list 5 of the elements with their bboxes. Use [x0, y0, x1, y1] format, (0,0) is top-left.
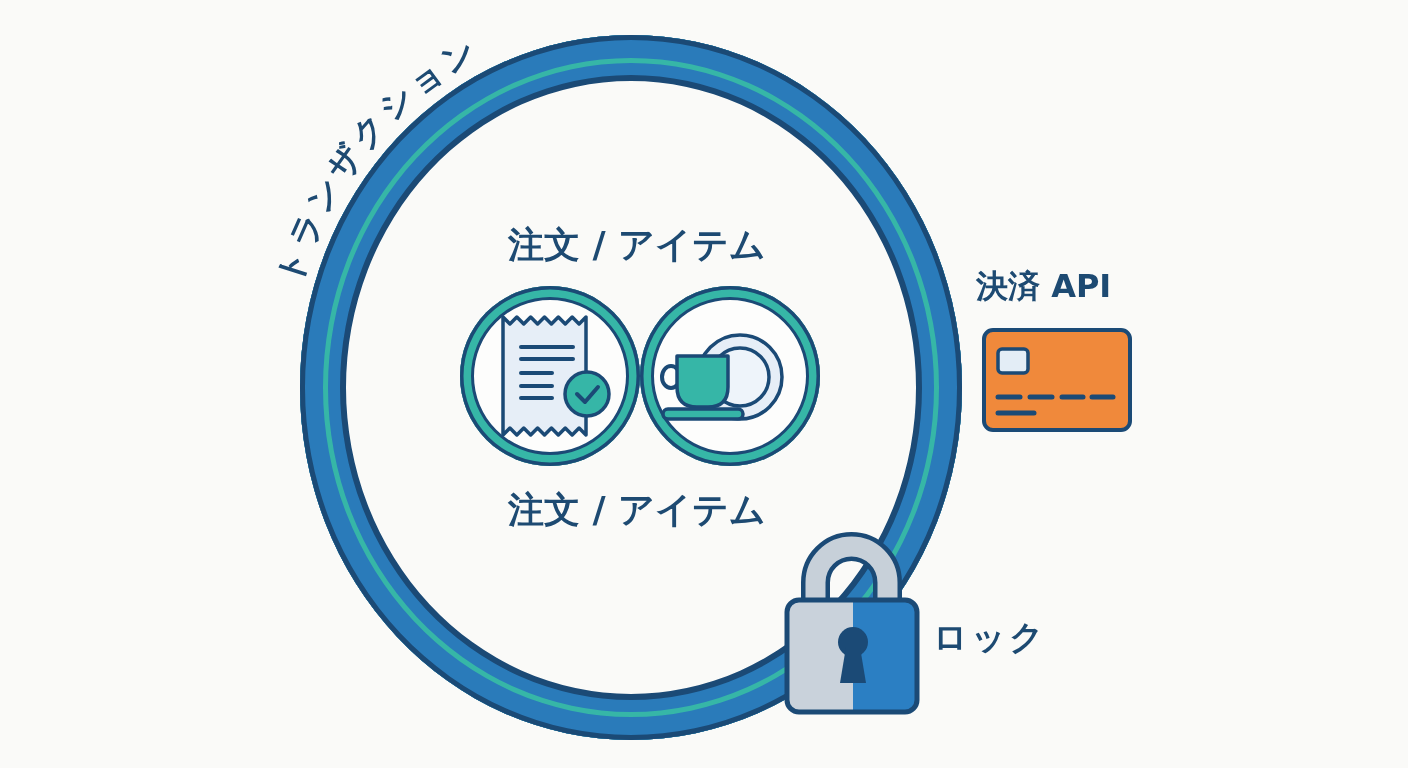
lock-label: ロック	[933, 617, 1047, 658]
ring-label: トランザクション	[268, 28, 487, 289]
section-label: 注文 / アイテム	[507, 223, 767, 267]
section-label: 注文 / アイテム	[507, 488, 767, 532]
api-label: 決済 API	[976, 267, 1112, 306]
